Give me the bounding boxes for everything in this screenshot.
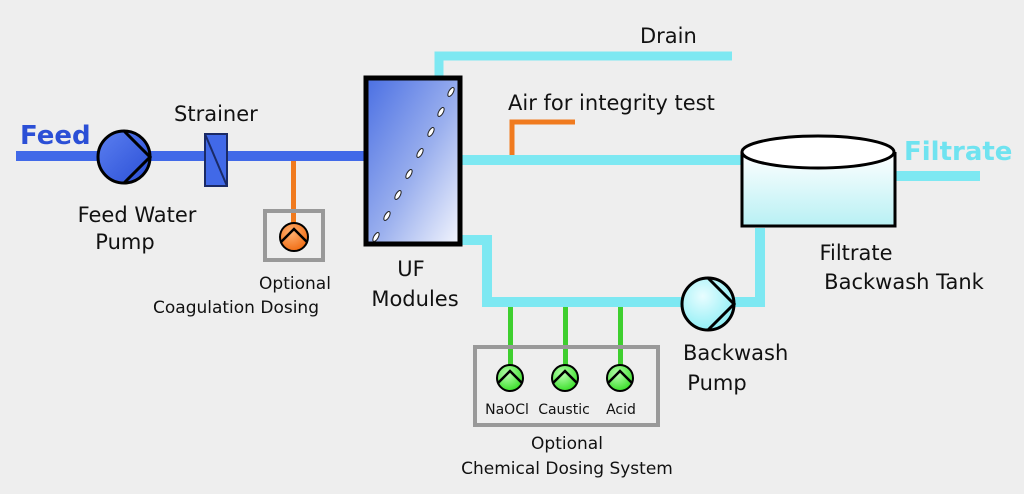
- filtrate-label: Filtrate: [904, 137, 1012, 167]
- membrane-module-icon: [363, 75, 463, 247]
- naocl-dosing-pump: [496, 364, 524, 392]
- tank-icon: [740, 152, 897, 228]
- filtrate-backwash-tank: [740, 134, 897, 228]
- filtrate-tank-label-1: Filtrate: [819, 241, 892, 265]
- uf-modules-label-2: Modules: [371, 287, 458, 311]
- backwash-pump-label-1: Backwash: [683, 341, 788, 365]
- pump-icon: [680, 276, 736, 332]
- backwash-pipe: [460, 228, 765, 307]
- chemical-dosing-box: [473, 345, 660, 427]
- coagulation-dosing-line: [291, 161, 296, 223]
- pump-icon: [551, 364, 579, 392]
- coagulation-label-1: Optional: [259, 274, 331, 294]
- caustic-label: Caustic: [538, 402, 590, 418]
- naocl-dosing-line: [508, 307, 513, 369]
- acid-dosing-pump: [606, 364, 634, 392]
- acid-label: Acid: [606, 402, 636, 418]
- feed-pipe: [16, 151, 368, 161]
- backwash-pump-label-2: Pump: [687, 371, 746, 395]
- caustic-dosing-line: [563, 307, 568, 369]
- drain-label: Drain: [640, 24, 697, 48]
- air-line: [509, 119, 575, 155]
- backwash-pump: [680, 276, 737, 332]
- strainer-label: Strainer: [174, 102, 258, 126]
- pump-icon: [496, 364, 524, 392]
- caustic-dosing-pump: [551, 364, 579, 392]
- membrane-fibers: [372, 87, 455, 242]
- uf-modules-label-1: UF: [397, 257, 424, 281]
- pump-icon: [96, 129, 152, 185]
- feed-water-pump-label-1: Feed Water: [78, 203, 197, 227]
- acid-dosing-line: [618, 307, 623, 369]
- strainer: [204, 133, 228, 187]
- naocl-label: NaOCl: [485, 402, 529, 418]
- coagulation-label-2: Coagulation Dosing: [153, 298, 319, 318]
- feed-water-pump-label-2: Pump: [95, 230, 154, 254]
- uf-module: [363, 75, 463, 247]
- coagulation-dosing-pump: [279, 222, 309, 252]
- drain-pipe: [434, 51, 732, 85]
- air-integrity-label: Air for integrity test: [508, 91, 715, 115]
- pump-icon: [279, 222, 309, 252]
- filtrate-outlet-pipe: [895, 171, 980, 181]
- coagulation-dosing-box: [263, 209, 325, 262]
- chem-system-label-1: Optional: [531, 434, 603, 454]
- chem-system-label-2: Chemical Dosing System: [461, 459, 673, 479]
- filtrate-pipe: [460, 155, 745, 165]
- pump-icon: [606, 364, 634, 392]
- feed-label: Feed: [20, 121, 91, 151]
- feed-water-pump: [96, 129, 153, 185]
- filtrate-tank-label-2: Backwash Tank: [824, 270, 984, 294]
